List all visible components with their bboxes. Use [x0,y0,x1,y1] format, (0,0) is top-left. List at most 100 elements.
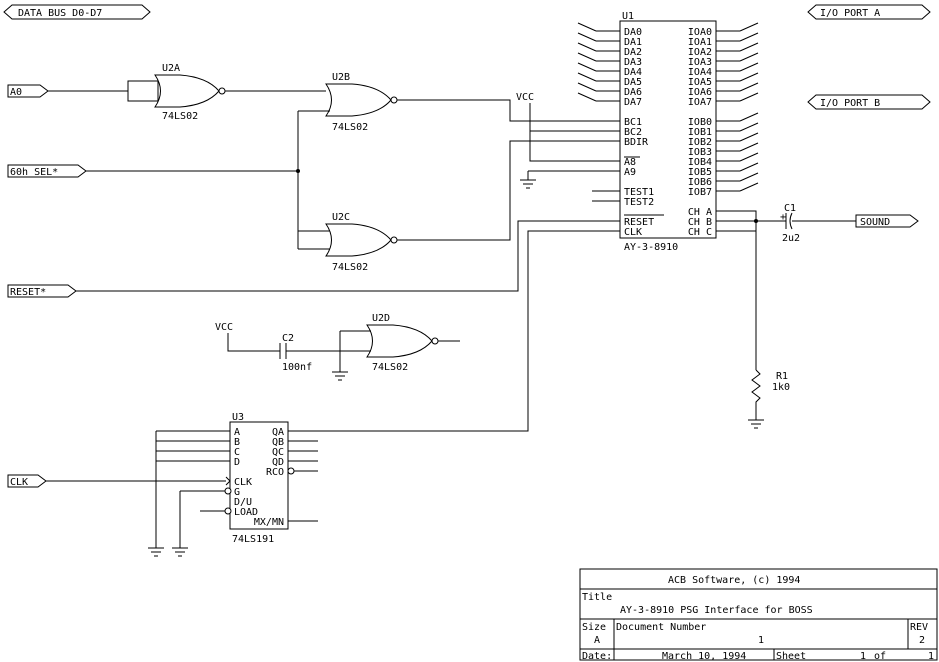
gate-u2c: U2C 74LS02 [325,212,398,273]
u3-pin-label: QB [272,437,284,448]
u1-pin-label: A9 [624,167,636,178]
bus-entry [577,32,597,42]
u3-g-bubble [224,487,232,495]
chip-u1-part: AY-3-8910 [624,242,678,253]
chip-u1-right-pins: IOA0IOA1IOA2IOA3IOA4IOA5IOA6IOA7IOB0IOB1… [688,27,740,238]
title-block-sheet: 1 [860,651,866,662]
u3-pin-label: QA [272,427,284,438]
bus-entry [739,62,759,72]
u1-pin-label: DA7 [624,97,642,108]
bus-entry [577,62,597,72]
u1-pin-label: DA2 [624,47,642,58]
title-block-rev-label: REV [910,622,928,633]
u1-pin-label: IOA3 [688,57,712,68]
chip-u1: U1 AY-3-8910 DA0DA1DA2DA3DA4DA5DA6DA7BC1… [596,11,740,253]
port-clk: CLK [7,474,47,488]
bus-entries [577,22,759,192]
u1-pin-label: BC2 [624,127,642,138]
title-block-title: AY-3-8910 PSG Interface for BOSS [620,605,813,616]
u1-pin-label: IOA0 [688,27,712,38]
port-io-port-b-label: I/O PORT B [820,98,880,109]
junction-dot [754,219,758,223]
title-block-title-label: Title [582,592,612,603]
u1-pin-label: TEST2 [624,197,654,208]
u1-pin-label: RESET [624,217,654,228]
u3-pin-label: QC [272,447,284,458]
u3-load-bubble [224,507,232,515]
u3-pin-label: A [234,427,240,438]
bus-entry [739,152,759,162]
vcc-label: VCC [516,92,534,103]
gate-u2c-ref: U2C [332,212,350,223]
bus-entry [739,72,759,82]
bus-entry [739,112,759,122]
c2-ref: C2 [282,333,294,344]
u1-pin-label: CH C [688,227,712,238]
u3-pin-label: B [234,437,240,448]
u1-pin-label: IOB1 [688,127,712,138]
gate-u2b-part: 74LS02 [332,122,368,133]
wires [46,90,856,557]
u1-pin-label: IOB2 [688,137,712,148]
c2-value: 100nf [282,362,312,373]
bus-entry [739,92,759,102]
u1-pin-label: IOB4 [688,157,712,168]
u1-pin-label: IOA7 [688,97,712,108]
bus-entry [577,22,597,32]
u3-pin-label: C [234,447,240,458]
u1-pin-label: IOB3 [688,147,712,158]
u3-pin-label: D/U [234,497,252,508]
bus-entry [739,172,759,182]
port-sound: SOUND [855,214,919,228]
bus-entry [577,42,597,52]
r1-value: 1k0 [772,382,790,393]
port-data-bus-label: DATA BUS D0-D7 [18,8,102,19]
title-block-of-label: of [874,651,886,662]
u3-pin-label: D [234,457,240,468]
port-reset-label: RESET* [10,287,46,298]
u1-pin-label: DA4 [624,67,642,78]
bus-entry [739,122,759,132]
u1-pin-label: IOB6 [688,177,712,188]
title-block-docnum-label: Document Number [616,622,706,633]
bus-entry [739,82,759,92]
c1-ref: C1 [784,203,796,214]
bus-entry [577,82,597,92]
u3-pin-label: RCO [266,467,284,478]
u1-pin-label: TEST1 [624,187,654,198]
title-block: ACB Software, (c) 1994 Title AY-3-8910 P… [579,568,938,662]
u1-pin-label: A8 [624,157,636,168]
port-reset: RESET* [7,284,77,298]
junction-dot [296,169,300,173]
u1-pin-label: IOB5 [688,167,712,178]
gate-u2d: U2D 74LS02 [366,313,439,373]
u3-pin-label: QD [272,457,284,468]
chip-u1-ref: U1 [622,11,634,22]
u3-pin-label: CLK [234,477,252,488]
gate-u2b: U2B 74LS02 [325,72,398,133]
title-block-size: A [594,635,600,646]
port-io-port-a: I/O PORT A [807,4,931,20]
port-data-bus: DATA BUS D0-D7 [3,4,151,20]
port-io-port-b: I/O PORT B [807,94,931,110]
u1-pin-label: IOA1 [688,37,712,48]
bus-entry [739,22,759,32]
bus-entry [577,72,597,82]
gate-u2a: U2A 74LS02 [127,63,226,122]
u1-pin-label: BC1 [624,117,642,128]
u1-pin-label: IOA4 [688,67,712,78]
bus-entry [577,52,597,62]
bus-entry [739,162,759,172]
u1-pin-label: DA5 [624,77,642,88]
title-block-date: March 10, 1994 [662,651,746,662]
bus-entry [739,52,759,62]
port-io-port-a-label: I/O PORT A [820,8,880,19]
port-sound-label: SOUND [860,217,890,228]
title-block-docnum: 1 [758,635,764,646]
title-block-sheet-label: Sheet [776,651,806,662]
chip-u1-left-pins: DA0DA1DA2DA3DA4DA5DA6DA7BC1BC2BDIRA8A9TE… [596,27,664,238]
bus-entry [739,42,759,52]
title-block-sheet-total: 1 [928,651,934,662]
